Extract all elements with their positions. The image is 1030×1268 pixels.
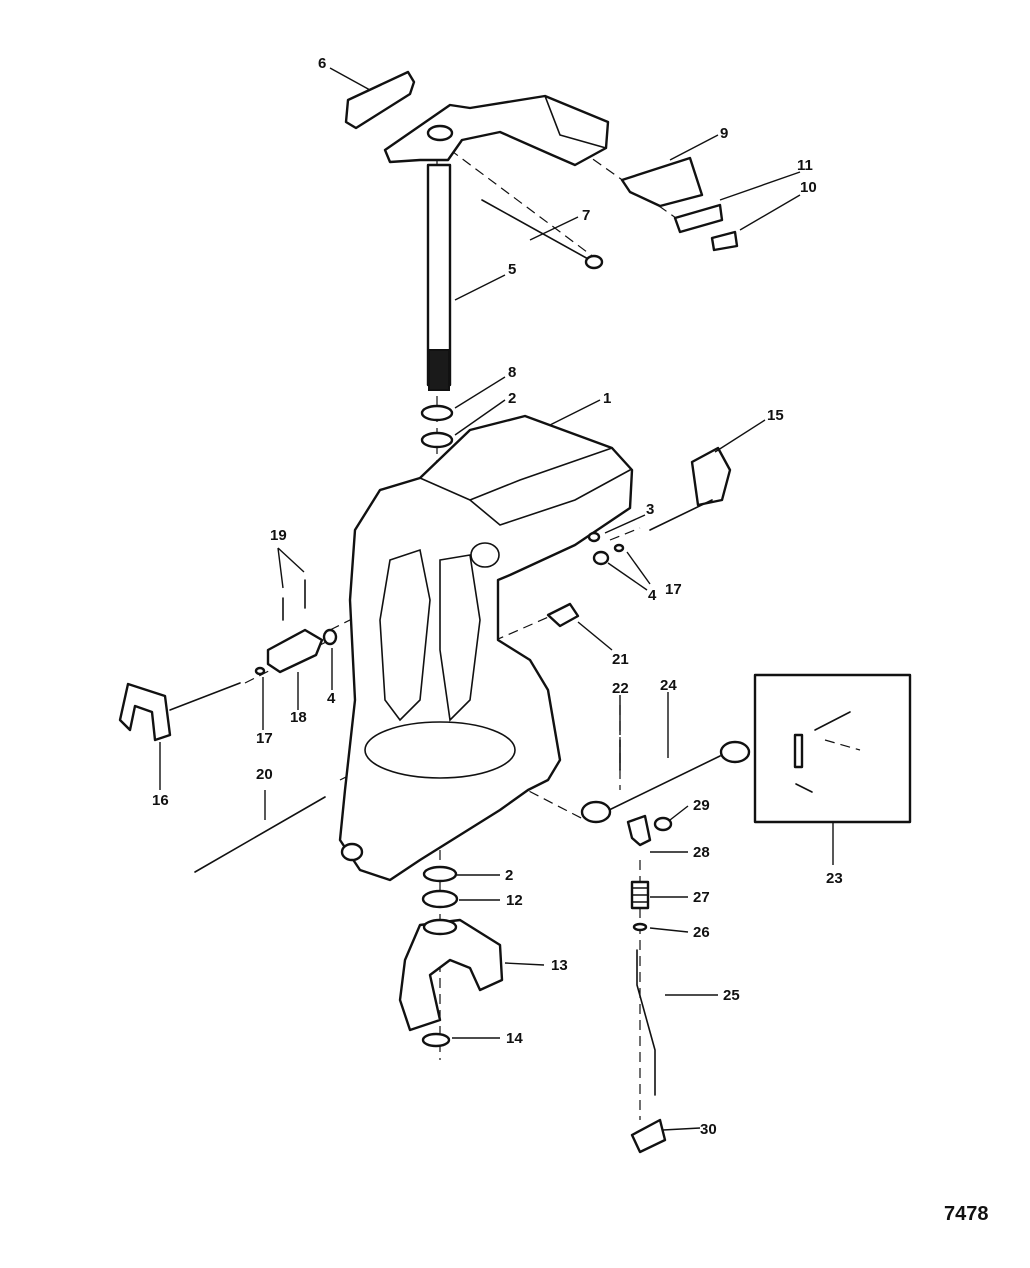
callout-6: 6 [318,55,326,72]
callout-5: 5 [508,261,516,278]
part-5-swivel-shaft [383,94,610,391]
part-23-inset [753,673,912,824]
callout-18: 18 [290,709,307,726]
callout-19: 19 [270,527,287,544]
callout-12: 12 [506,892,523,909]
callout-30: 30 [700,1121,717,1138]
callout-17: 17 [256,730,273,747]
part-16-lever [118,682,241,742]
part-11-plate [673,203,724,234]
part-26-washer [632,922,648,932]
leader-lines [159,67,834,1131]
part-2-ring-upper [420,431,454,449]
callout-13: 13 [551,957,568,974]
part-1-swivel-bracket [338,414,634,882]
callout-22: 22 [612,680,629,697]
part-29-nut [653,816,673,832]
part-6-pad [344,70,416,130]
part-8-ring [420,404,454,422]
callout-24: 24 [660,677,677,694]
callout-17: 17 [665,581,682,598]
callout-23: 23 [826,870,843,887]
callout-20: 20 [256,766,273,783]
part-18-block [266,628,324,674]
part-27-spring [630,880,650,910]
part-17-washer-left [254,666,266,676]
part-30-clip [630,1118,667,1154]
callout-26: 26 [693,924,710,941]
callout-27: 27 [693,889,710,906]
part-9-bracket [620,156,704,208]
callout-labels: 1 2 2 3 4 4 5 6 7 8 9 10 11 12 13 14 15 … [152,55,843,1138]
callout-1: 1 [603,390,611,407]
callout-11: 11 [797,157,813,174]
callout-9: 9 [720,125,728,142]
callout-15: 15 [767,407,784,424]
figure-number: 7478 [944,1203,989,1225]
callout-4: 4 [327,690,336,707]
part-25-rod [636,949,656,1096]
part-15-bracket-assembly [649,446,732,531]
callout-28: 28 [693,844,710,861]
callout-29: 29 [693,797,710,814]
callout-7: 7 [582,207,590,224]
callout-14: 14 [506,1030,523,1047]
part-2-ring-lower [422,865,458,883]
part-19-pins [282,579,306,621]
part-28-link [626,814,652,847]
callout-3: 3 [646,501,654,518]
callout-25: 25 [723,987,740,1004]
callout-2: 2 [508,390,516,407]
part-14-ring [421,1032,451,1048]
part-7-bolt [481,199,604,270]
part-13-yoke [398,918,504,1032]
callout-4: 4 [648,587,657,604]
part-10-screw [710,230,739,252]
callout-10: 10 [800,179,817,196]
part-17-washer-right [613,543,625,553]
part-24-lever [580,740,751,824]
callout-2: 2 [505,867,513,884]
part-4-bushing-right [592,550,610,566]
part-3-washer [587,531,601,543]
part-20-rod [194,796,326,873]
callout-21: 21 [612,651,629,668]
callout-16: 16 [152,792,169,809]
part-12-ring [421,889,459,909]
part-21-pin [546,602,580,628]
part-4-bushing-left [322,628,338,646]
callout-8: 8 [508,364,516,381]
